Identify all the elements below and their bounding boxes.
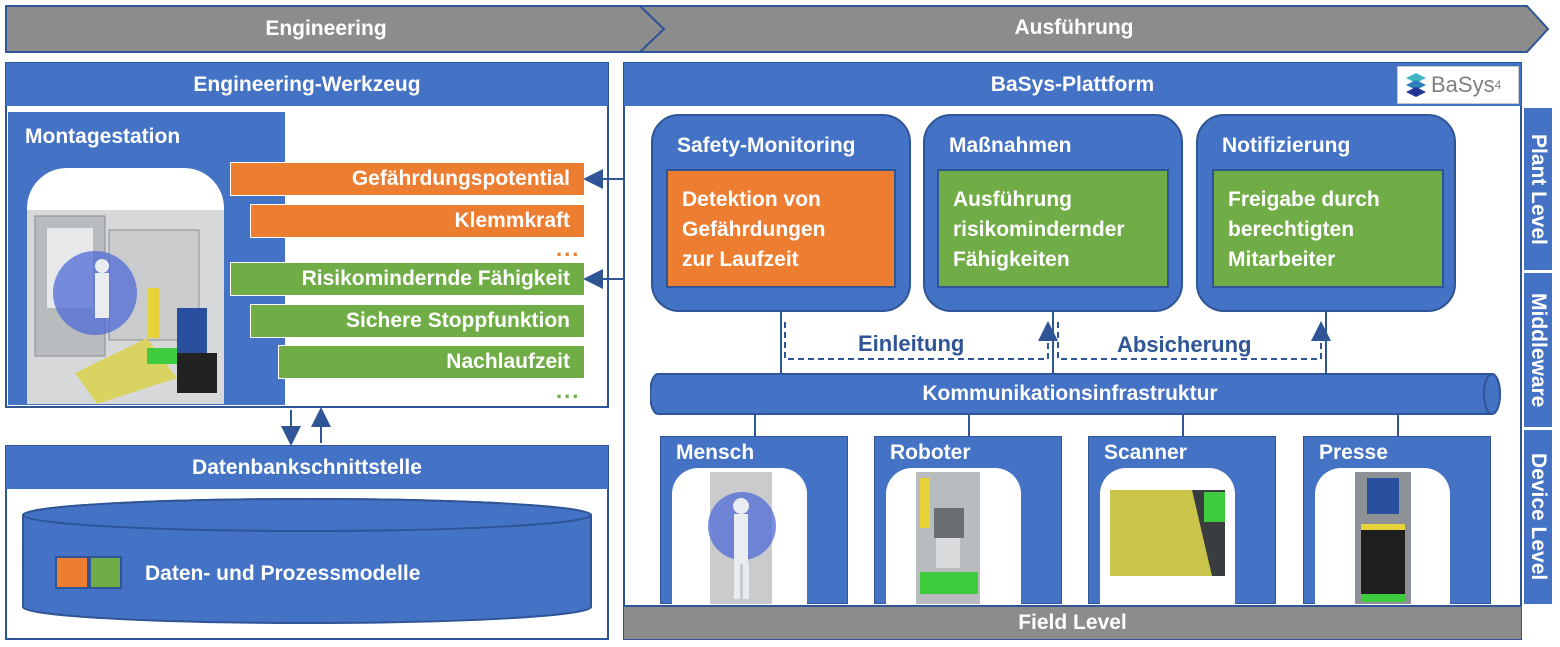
communication-bus xyxy=(650,373,1501,415)
capability-item: Nachlaufzeit xyxy=(278,345,585,379)
device-robot-image xyxy=(886,468,1021,604)
database-models-label: Daten- und Prozessmodelle xyxy=(145,562,421,585)
basys-logo: BaSys 4 xyxy=(1397,66,1519,104)
hazard-item: Klemmkraft xyxy=(250,204,585,238)
engineering-phase-label: Engineering xyxy=(265,17,387,40)
basys-logo-icon xyxy=(1406,73,1426,97)
device-title: Scanner xyxy=(1104,441,1187,464)
field-level-label: Field Level xyxy=(1018,611,1127,634)
execution-phase-label: Ausführung xyxy=(1014,16,1134,39)
service-title: Notifizierung xyxy=(1222,134,1351,157)
communication-bus-label: Kommunikationsinfrastruktur xyxy=(922,382,1218,405)
basys-platform-title: BaSys-Plattform xyxy=(624,63,1521,106)
plant-level-tab: Plant Level xyxy=(1522,106,1554,272)
process-model-swatch xyxy=(89,556,122,589)
database-title: Datenbankschnittstelle xyxy=(6,446,608,489)
basys-logo-text: BaSys xyxy=(1431,72,1495,97)
device-title: Presse xyxy=(1319,441,1388,464)
middleware-label: Middleware xyxy=(1527,292,1550,408)
device-human-image xyxy=(672,468,807,604)
basys-logo-sup: 4 xyxy=(1494,78,1502,92)
device-level-label: Device Level xyxy=(1527,453,1550,581)
device-title: Roboter xyxy=(890,441,971,464)
device-title: Mensch xyxy=(676,441,755,464)
service-title: Safety-Monitoring xyxy=(677,134,856,157)
service-title: Maßnahmen xyxy=(949,134,1072,157)
device-scanner-image xyxy=(1100,468,1235,604)
capability-item: Risikomindernde Fähigkeit xyxy=(230,262,585,296)
data-model-swatch xyxy=(55,556,89,589)
assembly-station-image xyxy=(27,168,224,404)
engineering-tool-title: Engineering-Werkzeug xyxy=(6,63,608,106)
assembly-station-title: Montagestation xyxy=(25,125,181,148)
plant-level-label: Plant Level xyxy=(1527,133,1550,245)
field-level-bar: Field Level xyxy=(623,606,1522,640)
execution-phase-arrow xyxy=(637,5,1550,53)
capabilities-more: ... xyxy=(556,378,581,403)
hazard-item: Gefährdungspotential xyxy=(230,162,585,196)
phase-arrows xyxy=(5,5,1550,53)
safeguarding-label: Absicherung xyxy=(1117,332,1252,357)
device-press-image xyxy=(1315,468,1450,604)
hazards-more: ... xyxy=(556,236,581,261)
capability-item: Sichere Stoppfunktion xyxy=(250,304,585,338)
database-cylinder xyxy=(22,498,592,624)
device-level-tab: Device Level xyxy=(1522,428,1554,606)
middleware-tab: Middleware xyxy=(1522,271,1554,429)
initiation-label: Einleitung xyxy=(858,331,965,356)
